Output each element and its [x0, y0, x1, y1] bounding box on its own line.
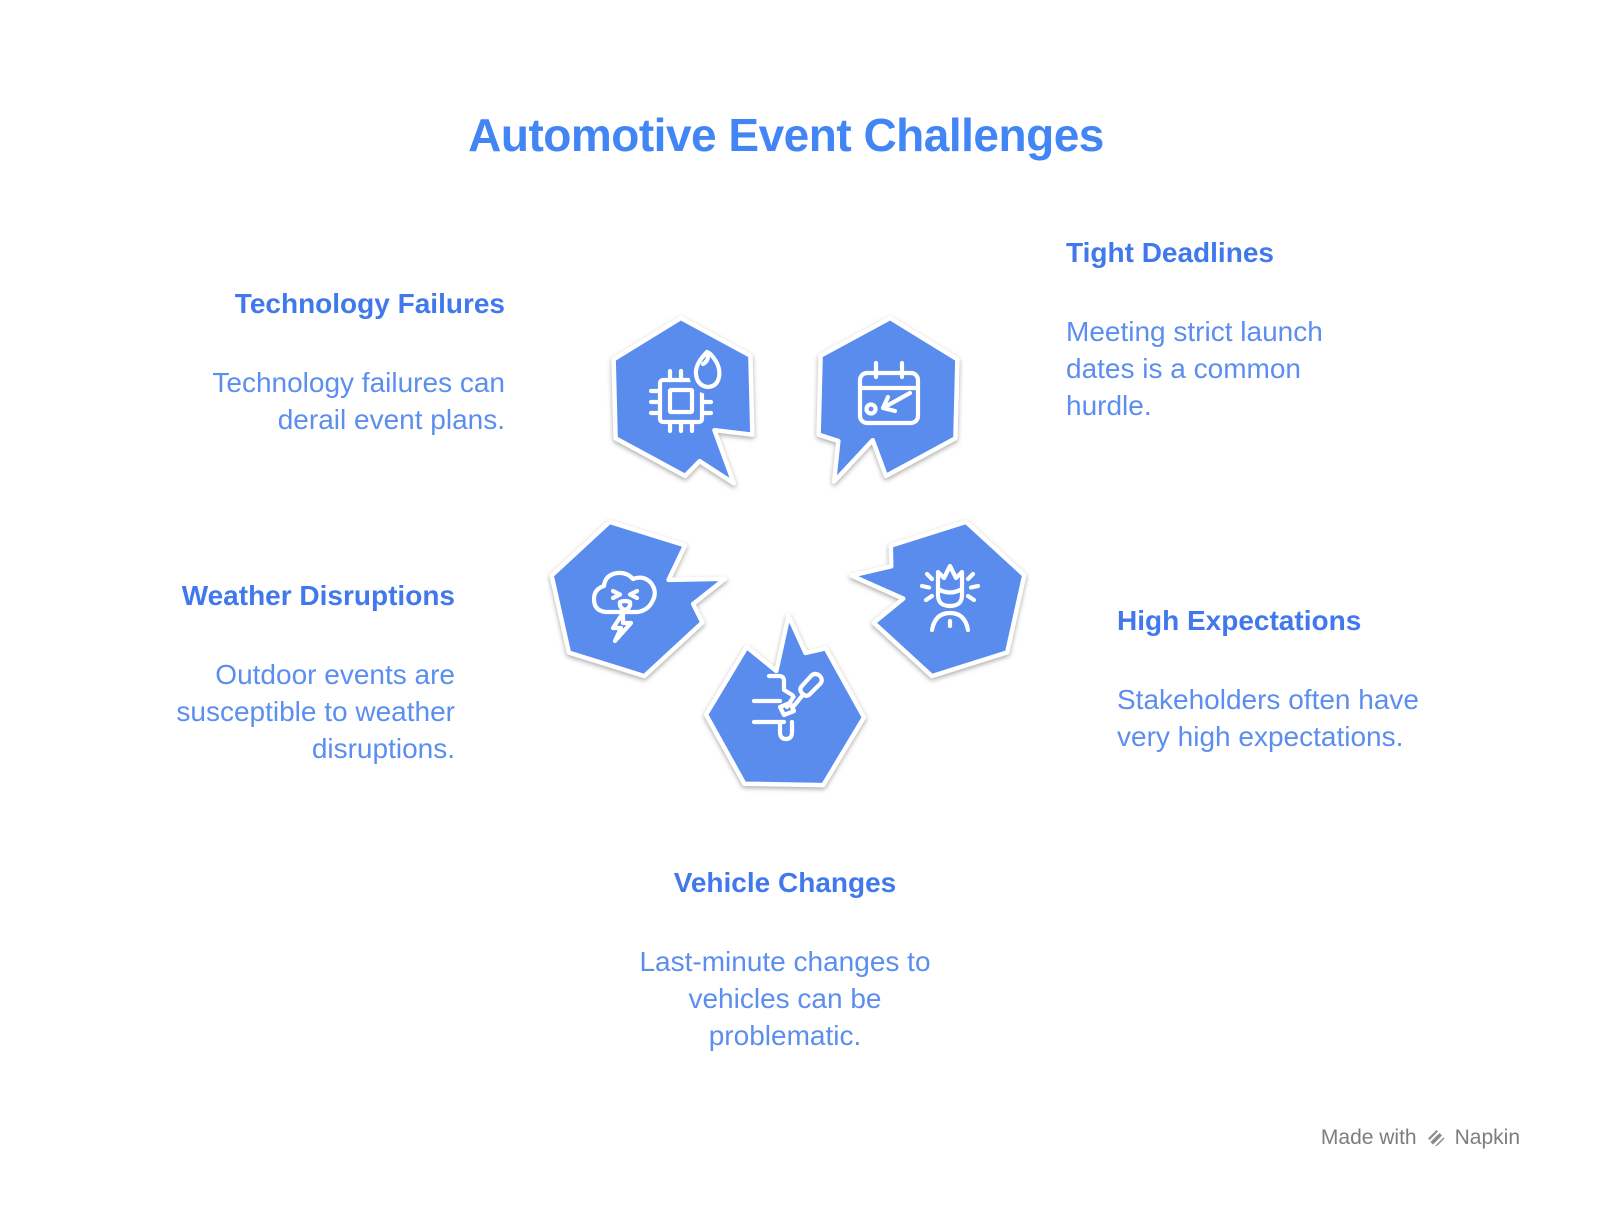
badge-weather-disruptions — [522, 494, 732, 704]
car-pin-icon — [751, 667, 829, 742]
section-heading: Technology Failures — [234, 288, 505, 319]
napkin-logo-icon — [1427, 1130, 1445, 1147]
calendar-deadline-icon — [857, 360, 921, 426]
section-weather-disruptions: Weather Disruptions Outdoor events are s… — [115, 580, 455, 768]
section-heading: Weather Disruptions — [181, 580, 455, 611]
section-body: Last-minute changes to vehicles can be p… — [639, 945, 931, 1052]
badge-tight-deadlines — [783, 292, 993, 502]
section-technology-failures: Technology Failures Technology failures … — [165, 288, 505, 438]
chip-flame-icon — [648, 345, 727, 434]
section-vehicle-changes: Vehicle Changes Last-minute changes to v… — [585, 867, 985, 1055]
badge-vehicle-changes — [680, 611, 890, 821]
watermark-text: Made with — [1320, 1126, 1417, 1149]
watermark-brand: Napkin — [1454, 1126, 1520, 1149]
storm-cloud-icon — [591, 570, 657, 644]
badge-technology-failures — [578, 292, 788, 502]
section-body: Stakeholders often have very high expect… — [1117, 683, 1419, 753]
section-heading: High Expectations — [1117, 605, 1362, 636]
watermark: Made with Napkin — [1321, 1126, 1520, 1150]
section-high-expectations: High Expectations Stakeholders often hav… — [1117, 605, 1487, 755]
page-title: Automotive Event Challenges — [468, 109, 1104, 161]
section-body: Outdoor events are susceptible to weathe… — [176, 658, 455, 765]
vip-person-icon — [919, 563, 981, 633]
section-body: Meeting strict launch dates is a common … — [1066, 315, 1323, 422]
badge-high-expectations — [844, 494, 1054, 704]
section-heading: Tight Deadlines — [1066, 237, 1274, 268]
section-heading: Vehicle Changes — [673, 867, 897, 898]
section-body: Technology failures can derail event pla… — [212, 366, 505, 436]
section-tight-deadlines: Tight Deadlines Meeting strict launch da… — [1066, 237, 1396, 425]
